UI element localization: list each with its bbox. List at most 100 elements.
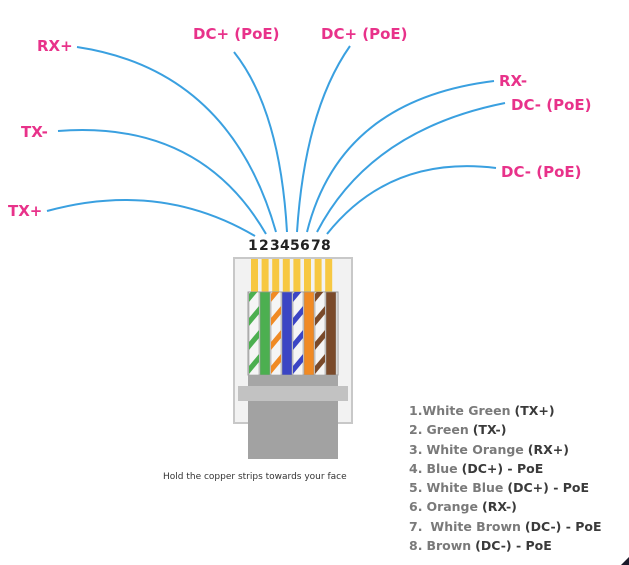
pin-numbers: 1 2 3 4 5 6 7 8 bbox=[248, 238, 331, 254]
wire-stripe bbox=[271, 354, 281, 374]
legend-signal: (RX-) bbox=[481, 499, 517, 515]
legend-color-name: White Blue bbox=[426, 480, 504, 496]
legend-color-name: Orange bbox=[426, 499, 478, 515]
wire-strip-2 bbox=[259, 292, 271, 375]
fan-line-pin-5 bbox=[296, 45, 351, 233]
corner-mark bbox=[621, 557, 629, 565]
legend-signal: (DC+) - PoE bbox=[461, 460, 544, 476]
wire-stripe bbox=[271, 306, 281, 326]
legend-num: 5. bbox=[409, 480, 423, 496]
legend-item-4: 4. Blue (DC+) - PoE bbox=[409, 459, 602, 478]
legend-num: 2. bbox=[409, 422, 423, 438]
fan-line-pin-4 bbox=[233, 51, 288, 233]
legend-signal: (DC+) - PoE bbox=[507, 480, 590, 496]
wire-strip-6 bbox=[303, 292, 315, 375]
wire-stripe bbox=[249, 292, 258, 302]
pin-number-2: 2 bbox=[259, 238, 269, 254]
legend-num: 3. bbox=[409, 441, 423, 457]
legend-num: 6. bbox=[409, 499, 423, 515]
wire-strip-3 bbox=[270, 292, 282, 375]
caption: Hold the copper strips towards your face bbox=[163, 472, 347, 482]
wire-labels: TX+ TX- RX+ DC+ (PoE) DC+ (PoE) RX- DC- … bbox=[8, 25, 592, 220]
legend-signal: (DC-) - PoE bbox=[475, 538, 552, 554]
gold-pins bbox=[251, 259, 333, 292]
fan-out-lines bbox=[46, 45, 506, 237]
wire-solid bbox=[303, 292, 315, 375]
legend-color-name: White Brown bbox=[430, 518, 521, 534]
legend-color-name: Green bbox=[426, 422, 469, 438]
plug-body bbox=[248, 401, 338, 459]
legend-color-name: Blue bbox=[426, 460, 458, 476]
fan-line-pin-6 bbox=[306, 80, 495, 233]
wire-stripe bbox=[293, 292, 302, 302]
legend-signal: (DC-) - PoE bbox=[524, 518, 602, 534]
wire-stripe bbox=[293, 306, 303, 326]
legend-item-7: 7. White Brown (DC-) - PoE bbox=[409, 517, 602, 536]
legend-color-name: White Orange bbox=[426, 441, 524, 457]
gold-pin-5 bbox=[293, 259, 301, 292]
pin-number-4: 4 bbox=[280, 238, 290, 254]
legend-color-name: Brown bbox=[426, 538, 472, 554]
wire-label-pin-2: TX- bbox=[21, 123, 48, 141]
wire-stripe bbox=[271, 292, 280, 302]
legend-item-5: 5. White Blue (DC+) - PoE bbox=[409, 478, 602, 497]
wire-solid bbox=[259, 292, 271, 375]
fan-line-pin-8 bbox=[326, 165, 497, 235]
wire-strip-8 bbox=[325, 292, 337, 375]
wire-stripe bbox=[249, 306, 259, 326]
pin-number-8: 8 bbox=[321, 238, 331, 254]
fan-line-pin-1 bbox=[46, 199, 256, 237]
legend-item-8: 8. Brown (DC-) - PoE bbox=[409, 536, 602, 555]
fan-line-pin-2 bbox=[57, 129, 267, 235]
pin-number-5: 5 bbox=[290, 238, 300, 254]
legend-item-2: 2. Green (TX-) bbox=[409, 420, 602, 439]
legend-signal: (TX-) bbox=[472, 422, 507, 438]
wire-solid bbox=[281, 292, 293, 375]
gold-pin-8 bbox=[325, 259, 333, 292]
legend-num: 8. bbox=[409, 538, 423, 554]
fan-line-pin-7 bbox=[316, 102, 506, 233]
fan-line-pin-3 bbox=[76, 46, 277, 233]
wire-strip-5 bbox=[292, 292, 304, 375]
wire-stripe bbox=[315, 306, 325, 326]
wire-stripe bbox=[293, 330, 303, 350]
legend-signal: (TX+) bbox=[514, 403, 555, 418]
pin-number-7: 7 bbox=[311, 238, 321, 254]
wire-stripe bbox=[315, 292, 324, 302]
gold-pin-3 bbox=[272, 259, 280, 292]
rj45-connector bbox=[233, 257, 353, 459]
legend-num: 7. bbox=[409, 518, 423, 534]
legend-item-1: 1.White Green (TX+) bbox=[409, 401, 602, 420]
legend-item-3: 3. White Orange (RX+) bbox=[409, 440, 602, 459]
gold-pin-2 bbox=[261, 259, 269, 292]
wire-label-pin-6: RX- bbox=[499, 72, 527, 90]
pin-number-1: 1 bbox=[248, 238, 258, 254]
wire-stripe bbox=[271, 330, 281, 350]
wire-label-pin-8: DC- (PoE) bbox=[501, 163, 582, 181]
legend-num: 1. bbox=[409, 403, 423, 418]
wire-label-pin-5: DC+ (PoE) bbox=[321, 25, 408, 43]
gold-pin-7 bbox=[314, 259, 322, 292]
wire-label-pin-3: RX+ bbox=[37, 37, 73, 55]
legend-item-6: 6. Orange (RX-) bbox=[409, 497, 602, 516]
pinout-legend: 1.White Green (TX+) 2. Green (TX-) 3. Wh… bbox=[409, 401, 602, 555]
wire-label-pin-1: TX+ bbox=[8, 202, 42, 220]
wire-stripe bbox=[315, 354, 325, 374]
pin-number-6: 6 bbox=[300, 238, 310, 254]
wire-strip-1 bbox=[248, 292, 260, 375]
wire-stripe bbox=[293, 354, 303, 374]
wire-label-pin-4: DC+ (PoE) bbox=[193, 25, 280, 43]
legend-signal: (RX+) bbox=[527, 441, 569, 457]
wire-strip-4 bbox=[281, 292, 293, 375]
wire-strips bbox=[248, 292, 337, 375]
wire-stripe bbox=[315, 330, 325, 350]
wire-stripe bbox=[249, 330, 259, 350]
wire-stripe bbox=[249, 354, 259, 374]
wire-strip-7 bbox=[314, 292, 326, 375]
pin-number-3: 3 bbox=[270, 238, 280, 254]
gold-pin-6 bbox=[304, 259, 311, 292]
latch-band bbox=[238, 386, 348, 401]
crimp-band bbox=[248, 375, 338, 386]
legend-color-name: White Green bbox=[422, 403, 511, 418]
